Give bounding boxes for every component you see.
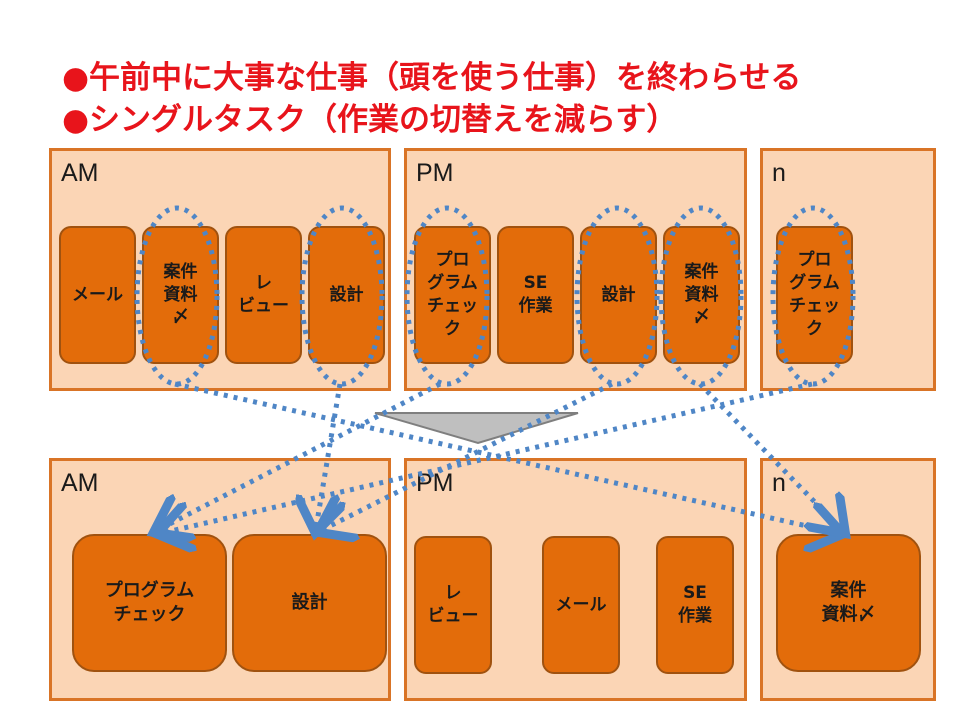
before-pm-section: PM プロ グラム チェッ ク SE 作業 設計 案件 資料 〆 bbox=[404, 148, 747, 391]
task-design: 設計 bbox=[308, 226, 385, 364]
task-review: レ ビュー bbox=[414, 536, 492, 674]
task-se-work: SE 作業 bbox=[656, 536, 734, 674]
task-mail: メール bbox=[59, 226, 136, 364]
section-label: AM bbox=[61, 469, 99, 497]
section-label: PM bbox=[416, 159, 454, 187]
task-mail: メール bbox=[542, 536, 620, 674]
task-program-check: プログラム チェック bbox=[72, 534, 227, 672]
task-case-docs-deadline: 案件 資料 〆 bbox=[663, 226, 740, 364]
after-am-section: AM プログラム チェック 設計 bbox=[49, 458, 391, 701]
before-am-section: AM メール 案件 資料 〆 レ ビュー 設計 bbox=[49, 148, 391, 391]
section-label: PM bbox=[416, 469, 454, 497]
section-label: n bbox=[772, 469, 786, 497]
task-se-work: SE 作業 bbox=[497, 226, 574, 364]
task-review: レ ビュー bbox=[225, 226, 302, 364]
before-n-section: n プロ グラム チェッ ク bbox=[760, 148, 936, 391]
section-label: AM bbox=[61, 159, 99, 187]
headline-morning-important-work: ●午前中に大事な仕事（頭を使う仕事）を終わらせる bbox=[62, 60, 802, 96]
headline-single-task: ●シングルタスク（作業の切替えを減らす） bbox=[62, 102, 678, 138]
after-n-section: n 案件 資料〆 bbox=[760, 458, 936, 701]
task-design: 設計 bbox=[232, 534, 387, 672]
task-case-docs-deadline: 案件 資料 〆 bbox=[142, 226, 219, 364]
section-label: n bbox=[772, 159, 786, 187]
task-program-check: プロ グラム チェッ ク bbox=[776, 226, 853, 364]
task-design: 設計 bbox=[580, 226, 657, 364]
task-program-check: プロ グラム チェッ ク bbox=[414, 226, 491, 364]
after-pm-section: PM レ ビュー メール SE 作業 bbox=[404, 458, 747, 701]
transition-arrow-icon bbox=[374, 412, 579, 445]
task-case-docs-deadline: 案件 資料〆 bbox=[776, 534, 921, 672]
